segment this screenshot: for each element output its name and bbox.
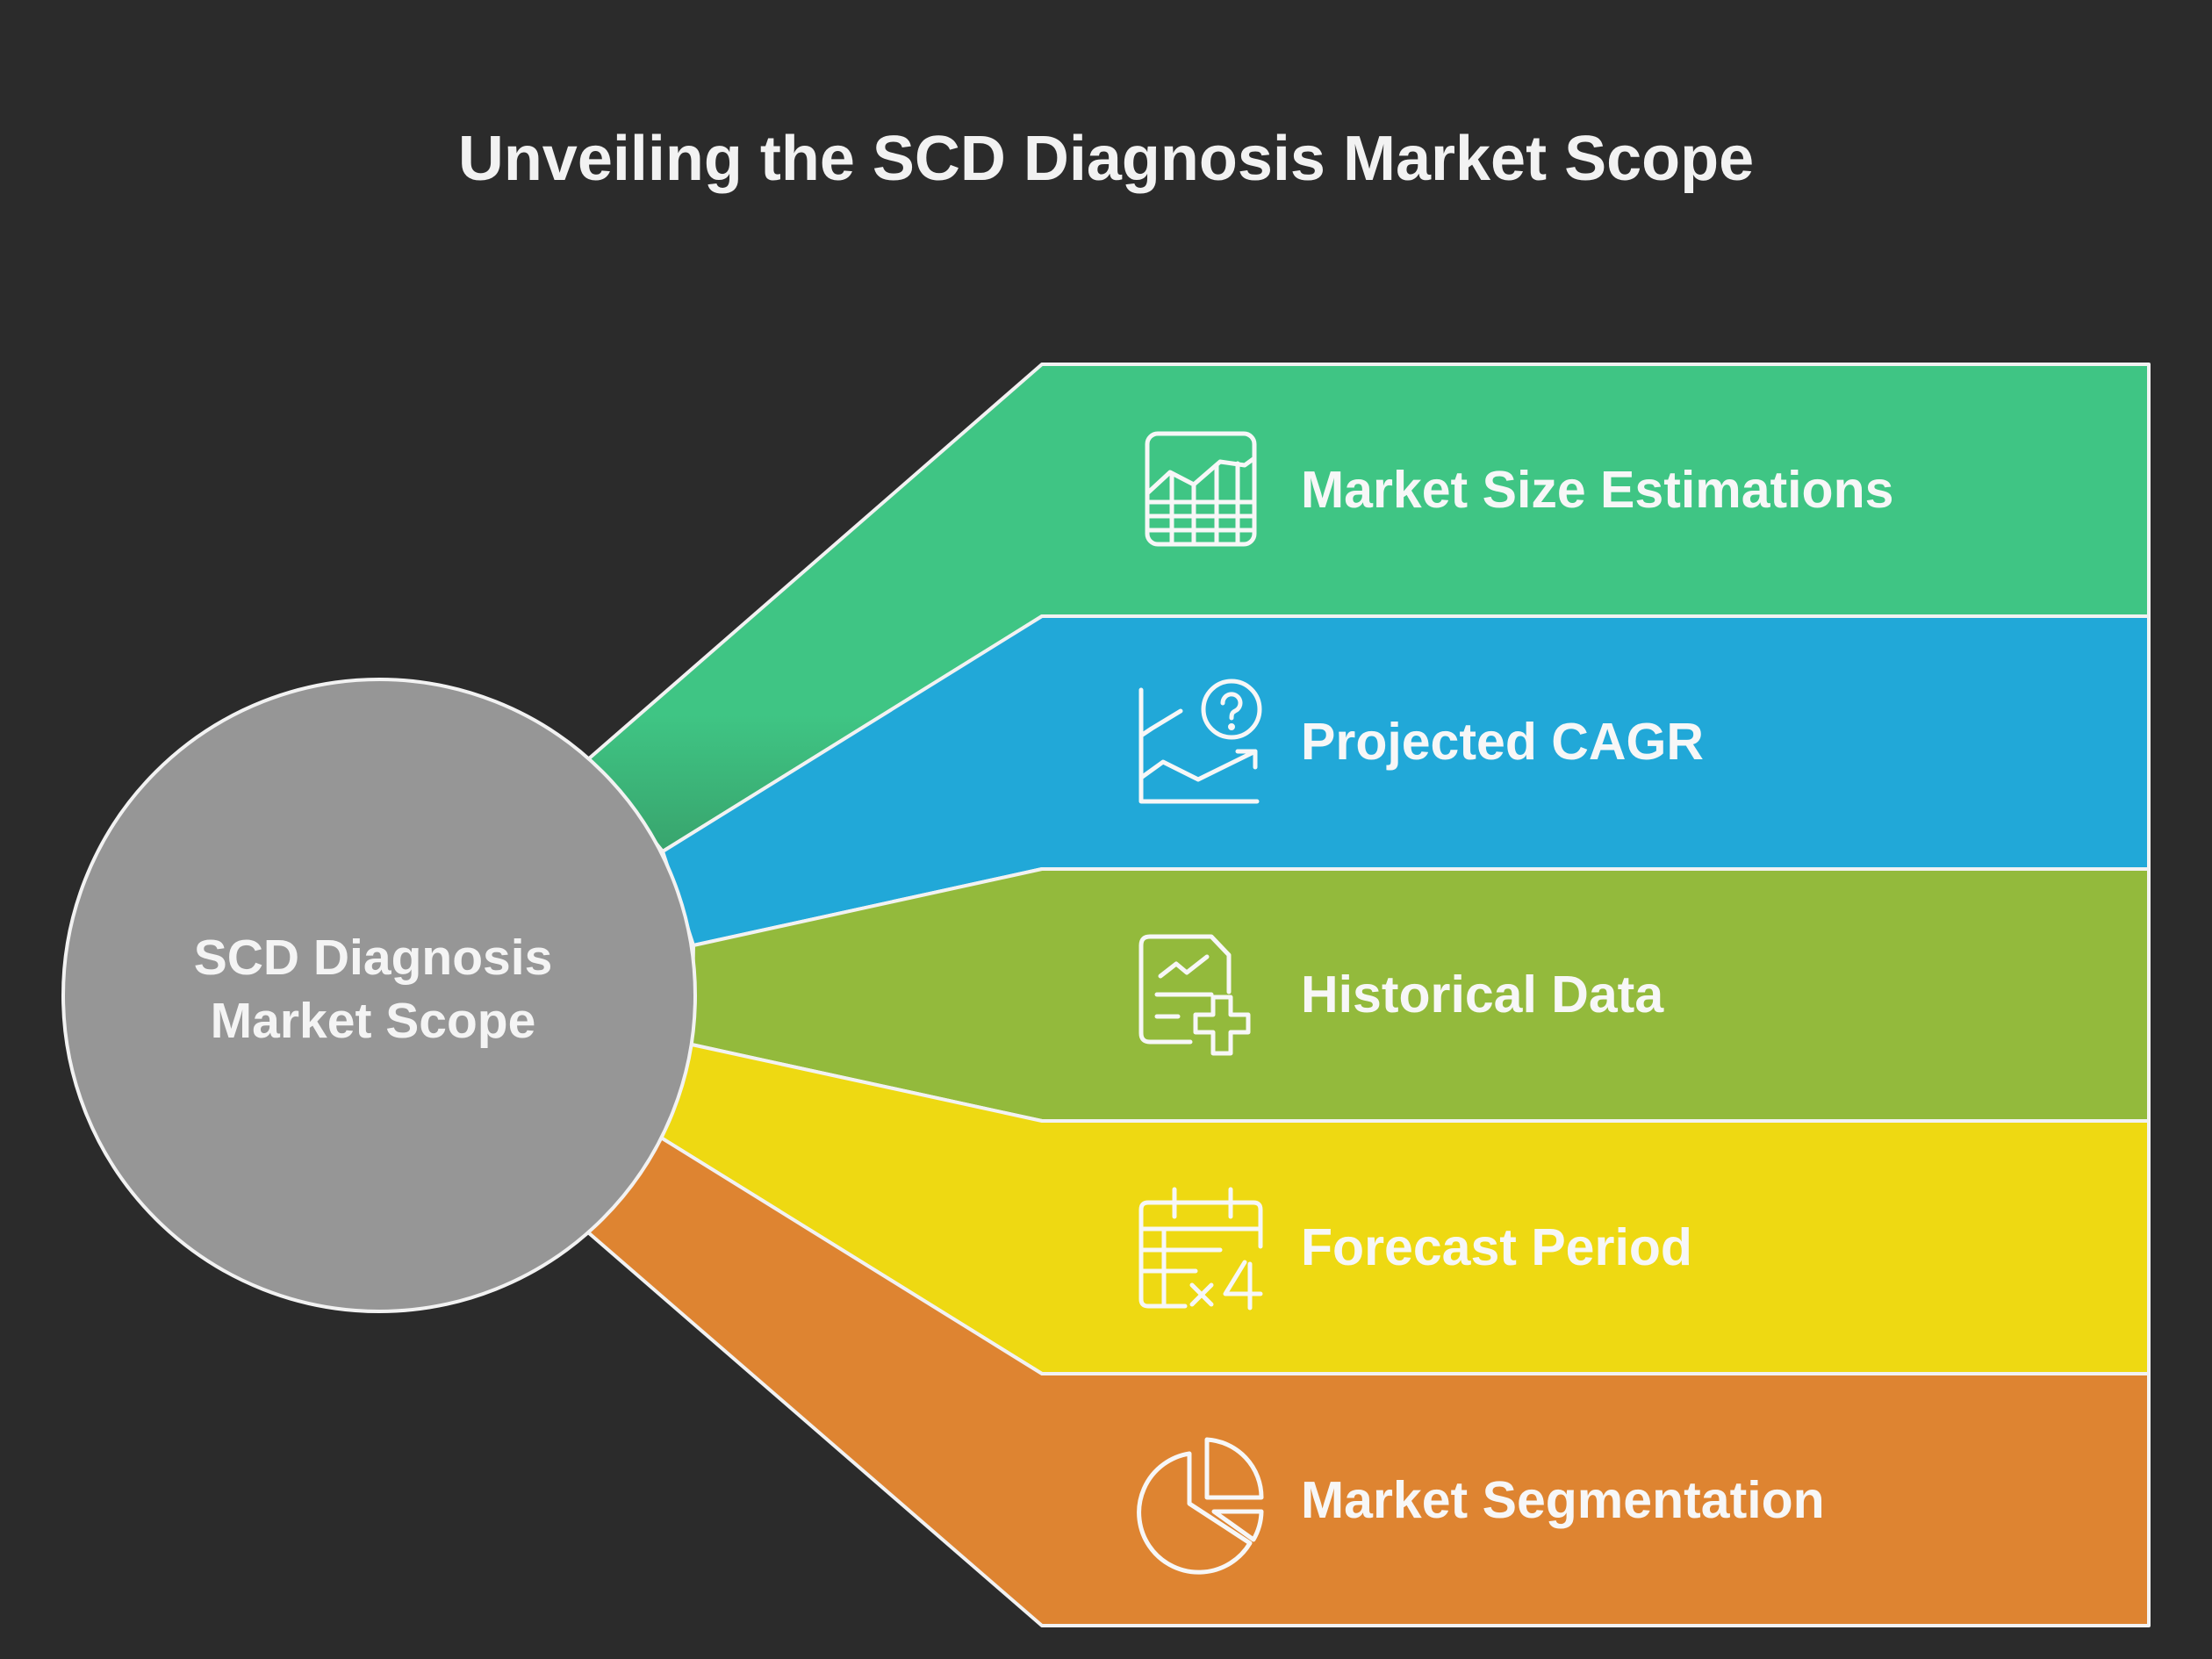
hub-label-line-1: SCD Diagnosis xyxy=(193,930,553,986)
hub-circle xyxy=(61,678,697,1313)
trend-question-icon xyxy=(1138,679,1262,804)
document-chart-plus-icon xyxy=(1138,934,1251,1056)
branch-label-historical: Historical Data xyxy=(1301,966,1664,1023)
hub-label: SCD Diagnosis Market Scope xyxy=(88,926,658,1052)
branch-label-forecast: Forecast Period xyxy=(1301,1218,1692,1276)
branch-label-segmentation: Market Segmentation xyxy=(1301,1471,1825,1529)
calendar-times-four-icon xyxy=(1138,1187,1263,1311)
area-chart-table-icon xyxy=(1145,431,1257,547)
hub-label-line-2: Market Scope xyxy=(210,993,536,1049)
branch-label-market-size: Market Size Estimations xyxy=(1301,461,1894,519)
page-title: Unveiling the SCD Diagnosis Market Scope xyxy=(457,124,1755,194)
pie-chart-icon xyxy=(1137,1437,1264,1575)
branch-label-cagr: Projected CAGR xyxy=(1301,713,1704,771)
